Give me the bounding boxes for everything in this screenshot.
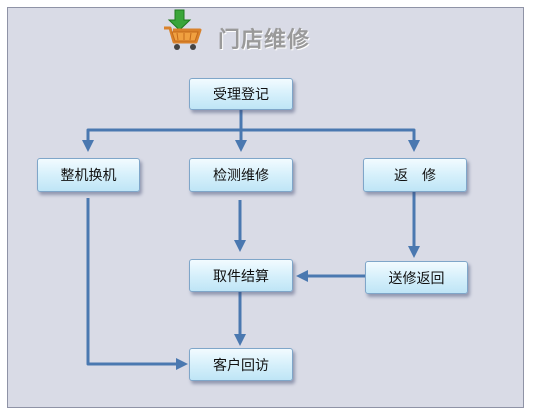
diagram-frame xyxy=(7,7,524,408)
shopping-cart-download-icon xyxy=(164,9,202,50)
diagram-title: 门店维修 xyxy=(218,28,311,53)
node-accept-register: 受理登记 xyxy=(189,78,293,110)
arrow-branch-right xyxy=(241,128,420,152)
node-return-repair: 返 修 xyxy=(363,158,467,192)
node-sent-repair-back: 送修返回 xyxy=(365,261,468,294)
arrow-branch-left xyxy=(82,128,241,152)
node-pickup-settle: 取件结算 xyxy=(189,259,293,292)
node-inspect-repair: 检测维修 xyxy=(189,158,293,192)
arrow-replace-to-followup xyxy=(86,198,188,370)
node-replace-unit: 整机换机 xyxy=(37,158,140,192)
node-customer-followup: 客户回访 xyxy=(189,348,293,381)
